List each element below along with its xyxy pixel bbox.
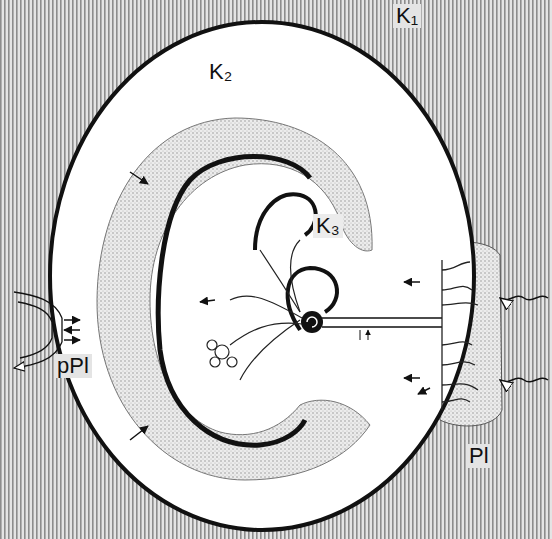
maternal-vessel [18,302,52,358]
exchange-arrows [360,330,368,340]
compartment-label: K₂ [206,60,235,84]
amnion-region [97,118,372,480]
chorion-wall [50,22,474,530]
embryo-fold [255,194,316,250]
region-label: pPl [54,354,92,378]
flow-arrow [200,300,215,302]
umbilical-cord [322,318,442,327]
embryo-spiral [307,317,317,327]
diffusion-arrows [64,320,80,340]
compartment-label: K₁ [393,4,421,28]
villi [442,260,478,410]
maternal-artery [500,296,548,299]
embryo-heart [301,311,323,333]
embryo-vessels [207,240,302,380]
maternal-vessel [61,318,62,342]
compartment-label: K₃ [313,214,343,238]
region-label: Pl [466,444,492,468]
flow-arrow [130,172,430,440]
maternal-artery [500,378,548,381]
